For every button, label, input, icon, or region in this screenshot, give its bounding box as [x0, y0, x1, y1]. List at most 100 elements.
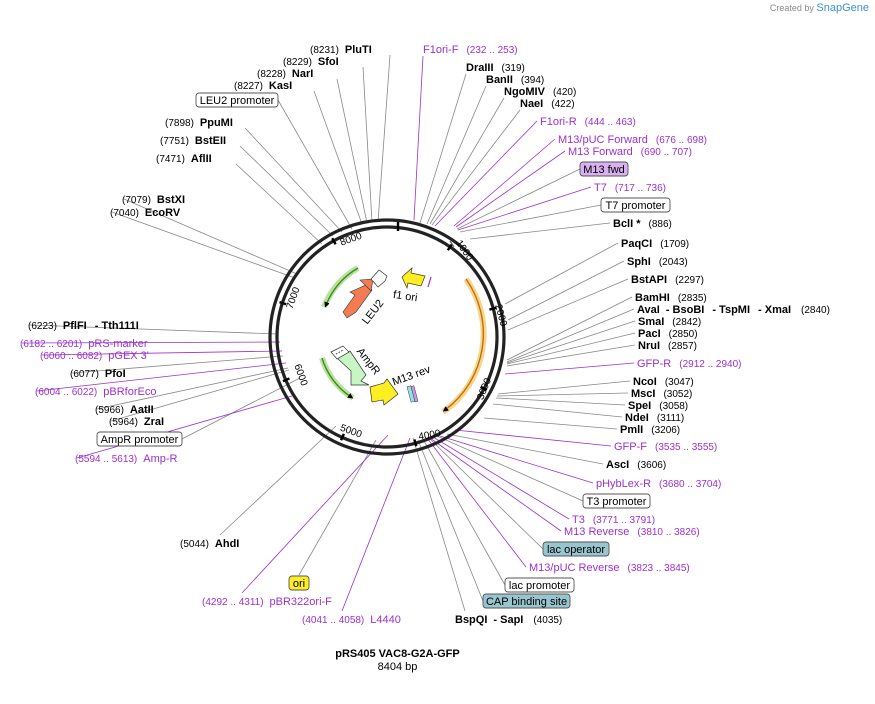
label-text: GFP-R(2912 .. 2940): [637, 358, 742, 370]
label-r17: AvaI- BsoBI- TspMI- XmaI(2840): [637, 304, 830, 316]
leader-line: [422, 438, 506, 586]
leu2-promoter-arrow: [370, 269, 388, 288]
leader-line: [506, 308, 635, 363]
label-l13: (6060 .. 6082)pGEX 3': [40, 350, 149, 362]
label-l10: (7040)EcoRV: [110, 207, 181, 219]
label-l15: (6004 .. 6022)pBRforEco: [35, 386, 156, 398]
label-text: NruI(2857): [638, 340, 697, 352]
leader-line: [362, 66, 373, 223]
leader-line: [110, 369, 290, 422]
label-text: T7(717 .. 736): [594, 182, 666, 194]
label-l21: ori: [288, 575, 310, 591]
leader-line: [455, 150, 566, 228]
label-l2: (8229)SfoI: [283, 56, 339, 68]
leader-line: [96, 367, 289, 410]
label-l7: (7751)BstEII: [160, 135, 226, 147]
gfp-orange-arc-line: [442, 278, 484, 412]
label-l6: (7898)PpuMI: [165, 117, 233, 129]
label-text: BspQI- SapI(4035): [455, 614, 562, 626]
label-text: F1ori-R(444 .. 463): [540, 116, 636, 128]
label-r7: M13/pUC Forward(676 .. 698): [558, 134, 707, 146]
feature-box: [482, 593, 571, 609]
feature-name: lac operator: [547, 544, 605, 556]
label-text: (8229)SfoI: [283, 56, 339, 68]
feature-box: [288, 575, 310, 591]
label-text: (5966)AatII: [95, 404, 154, 416]
label-r6: F1ori-R(444 .. 463): [540, 116, 636, 128]
f1-ori-label: f1 ori: [392, 289, 418, 304]
feature-box: [582, 493, 651, 509]
label-l24: BspQI- SapI(4035): [455, 614, 562, 626]
label-r16: BamHI(2835): [635, 292, 707, 304]
snapgene-credit: Created by SnapGene: [770, 2, 869, 14]
feature-box: [96, 431, 183, 447]
tick-mark: [480, 385, 488, 392]
label-text: BstAPI(2297): [631, 274, 704, 286]
feature-name: lac promoter: [509, 580, 570, 592]
label-r14: SphI(2043): [627, 256, 688, 268]
label-r36: CAP binding site: [482, 593, 571, 609]
label-text: (6060 .. 6082)pGEX 3': [40, 350, 149, 362]
label-l22: (4292 .. 4311)pBR322ori-F: [202, 596, 332, 608]
feature-box: [542, 541, 610, 557]
label-text: PacI(2850): [638, 328, 698, 340]
label-r28: AscI(3606): [606, 459, 666, 471]
label-l20: (5044)AhdI: [180, 538, 239, 550]
label-text: M13 Reverse(3810 .. 3826): [564, 526, 700, 538]
label-r2: DraIII(319): [466, 62, 525, 74]
leader-line: [426, 437, 527, 568]
label-l18: AmpR promoter: [96, 431, 183, 447]
label-l23: (4041 .. 4058)L4440: [302, 614, 401, 626]
tick-label: 6000: [291, 363, 309, 388]
label-text: (7751)BstEII: [160, 135, 226, 147]
label-text: (7079)BstXI: [122, 194, 185, 206]
label-text: PaqCI(1709): [621, 238, 689, 250]
label-l14: (6077)PfoI: [70, 368, 126, 380]
label-text: (5964)ZraI: [109, 416, 164, 428]
label-r4: NgoMIV(420): [504, 86, 576, 98]
label-r5: NaeI(422): [520, 98, 575, 110]
leader-line: [497, 380, 631, 395]
leader-line: [235, 163, 323, 245]
ampr-dash-1: [335, 349, 344, 355]
tick-mark: [279, 300, 287, 306]
leader-line: [504, 362, 635, 375]
leader-line: [492, 403, 623, 418]
leu2-arrow-head: [359, 278, 374, 292]
tick-mark: [489, 306, 497, 311]
label-leader-lines: [21, 54, 636, 612]
tick-label: 8000: [339, 231, 364, 249]
leader-line: [483, 417, 618, 430]
leader-line: [453, 138, 556, 227]
label-r27: GFP-F(3535 .. 3555): [614, 441, 717, 453]
green-cds-arc-lower-line: [321, 357, 354, 399]
label-r35: lac promoter: [504, 577, 575, 593]
leader-line: [241, 434, 389, 594]
label-text: F1ori-F(232 .. 253): [423, 44, 518, 56]
tick-mark: [339, 433, 345, 441]
leader-line: [446, 433, 604, 465]
label-r3: BanII(394): [486, 74, 544, 86]
label-text: DraIII(319): [466, 62, 525, 74]
backbone-inner-ring: [275, 225, 499, 449]
leader-line: [36, 362, 287, 392]
leader-line: [41, 350, 283, 356]
leader-line: [29, 324, 278, 335]
leader-line: [244, 127, 343, 233]
m13-rev-feature-mark: [410, 385, 419, 403]
label-text: (8231)PluTI: [310, 44, 372, 56]
label-r12: BclI *(886): [613, 218, 672, 230]
label-text: BamHI(2835): [635, 292, 707, 304]
tick-mark: [413, 439, 418, 447]
label-text: BclI *(886): [613, 218, 672, 230]
leader-line: [507, 278, 629, 331]
label-r9: M13 fwd: [579, 161, 629, 177]
leader-line: [459, 204, 602, 233]
label-text: (6077)PfoI: [70, 368, 126, 380]
label-r18: SmaI(2842): [638, 316, 701, 328]
leader-line: [429, 437, 562, 532]
label-l9: (7079)BstXI: [122, 194, 185, 206]
leader-line: [431, 109, 521, 226]
label-r25: NdeI(3111): [625, 412, 684, 424]
